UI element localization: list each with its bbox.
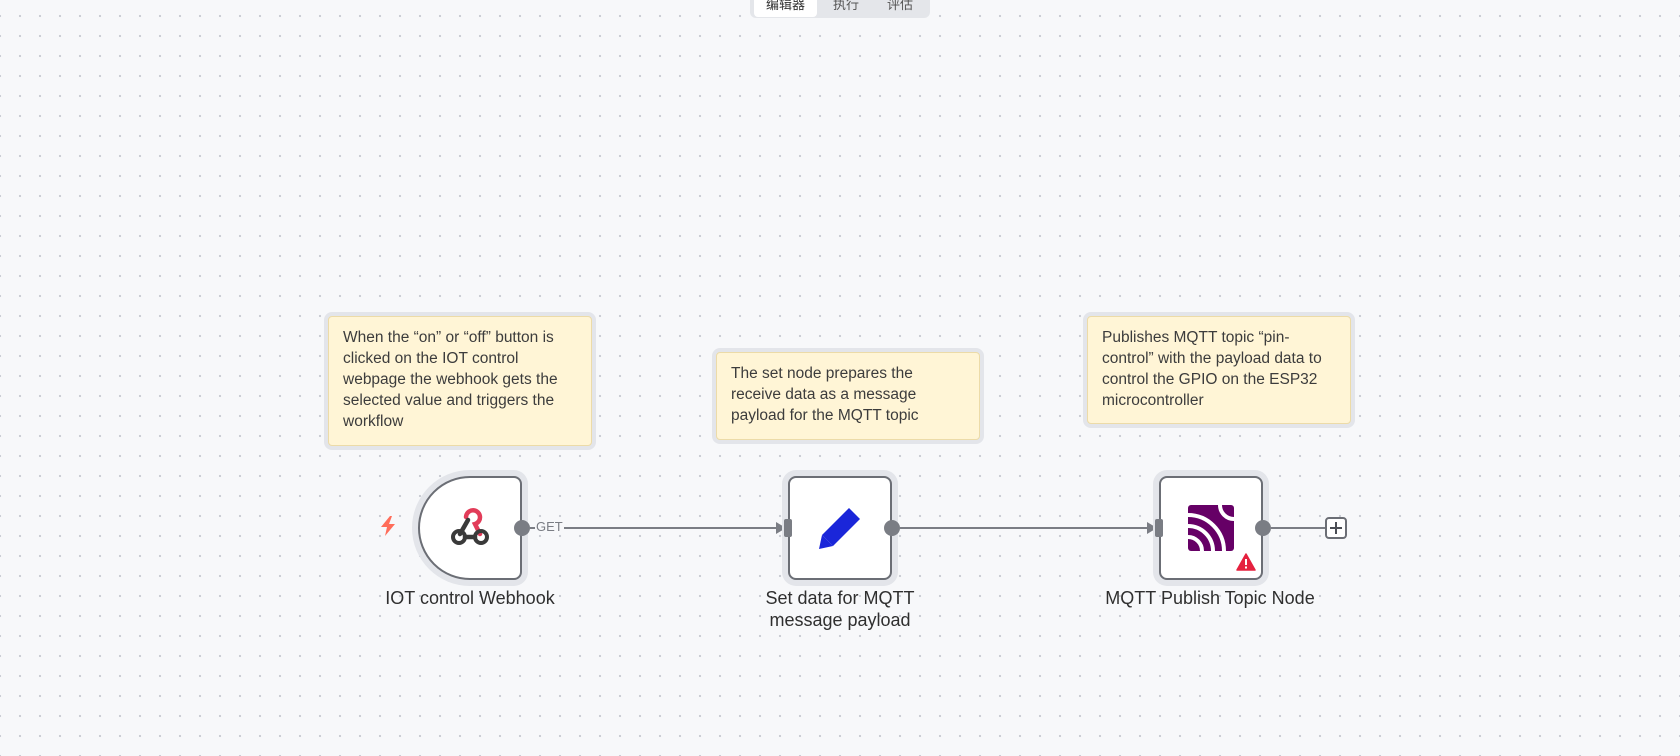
node-iot-control-webhook[interactable]	[418, 476, 522, 580]
node-label-set: Set data for MQTT message payload	[765, 588, 915, 630]
output-handle-webhook[interactable]	[514, 520, 530, 536]
node-set-data[interactable]	[788, 476, 892, 580]
connection-arrowhead	[1147, 522, 1157, 534]
connection-arrowhead	[776, 522, 786, 534]
sticky-note-text: Publishes MQTT topic “pin-control” with …	[1102, 329, 1322, 409]
sticky-note-text: When the “on” or “off” button is clicked…	[343, 329, 558, 430]
output-handle-mqtt[interactable]	[1255, 520, 1271, 536]
sticky-note-mqtt[interactable]: Publishes MQTT topic “pin-control” with …	[1087, 316, 1351, 424]
trigger-bolt-icon	[381, 516, 395, 536]
output-handle-set[interactable]	[884, 520, 900, 536]
input-handle-set[interactable]	[784, 519, 792, 537]
node-label-mqtt: MQTT Publish Topic Node	[1105, 588, 1315, 608]
tab-executions[interactable]: 执行	[833, 0, 860, 12]
sticky-note-webhook[interactable]: When the “on” or “off” button is clicked…	[328, 316, 592, 446]
webhook-icon	[451, 508, 489, 545]
add-node-button[interactable]	[1325, 517, 1347, 539]
warning-icon[interactable]	[1236, 553, 1256, 571]
tab-evaluations[interactable]: 评估	[887, 0, 914, 12]
sticky-note-text: The set node prepares the receive data a…	[731, 365, 919, 424]
node-label-webhook: IOT control Webhook	[385, 588, 555, 608]
edge-label-method: GET	[535, 519, 564, 534]
mqtt-icon	[1188, 505, 1234, 551]
plus-icon	[1330, 522, 1342, 534]
pencil-icon	[819, 508, 860, 549]
tab-editor[interactable]: 编辑器	[754, 0, 818, 17]
view-tab-switcher: 编辑器 执行 评估	[750, 0, 930, 18]
input-handle-mqtt[interactable]	[1155, 519, 1163, 537]
sticky-note-set[interactable]: The set node prepares the receive data a…	[716, 352, 980, 440]
